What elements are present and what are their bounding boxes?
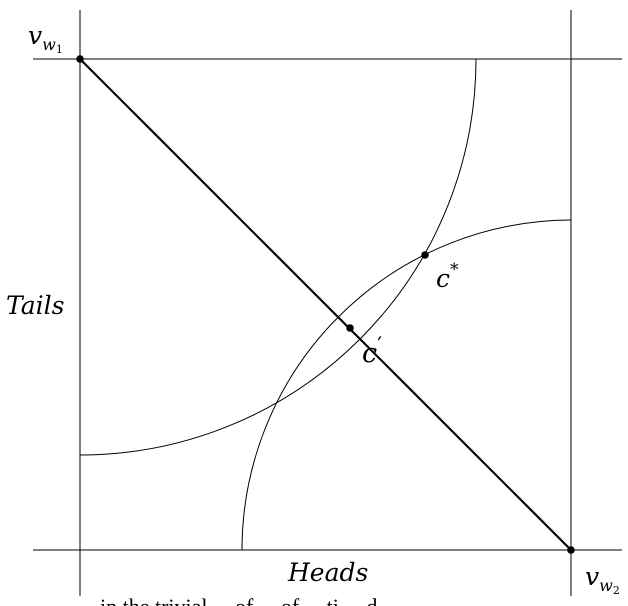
label-c-star: c* [436,260,459,293]
label-vw1: vw1 [28,21,63,56]
x-axis-label: Heads [287,558,368,587]
y-axis-label: Tails [6,291,64,320]
point-c-prime [346,324,354,332]
point-vw2 [567,546,575,554]
diagonal-segment [79,58,572,551]
label-vw2: vw2 [585,562,620,597]
point-vw1 [76,55,84,63]
caption-fragment: in the trivial ... of ... of ... ti ... … [100,594,394,606]
label-c-prime: c′ [362,334,382,369]
point-c-star [421,251,429,259]
